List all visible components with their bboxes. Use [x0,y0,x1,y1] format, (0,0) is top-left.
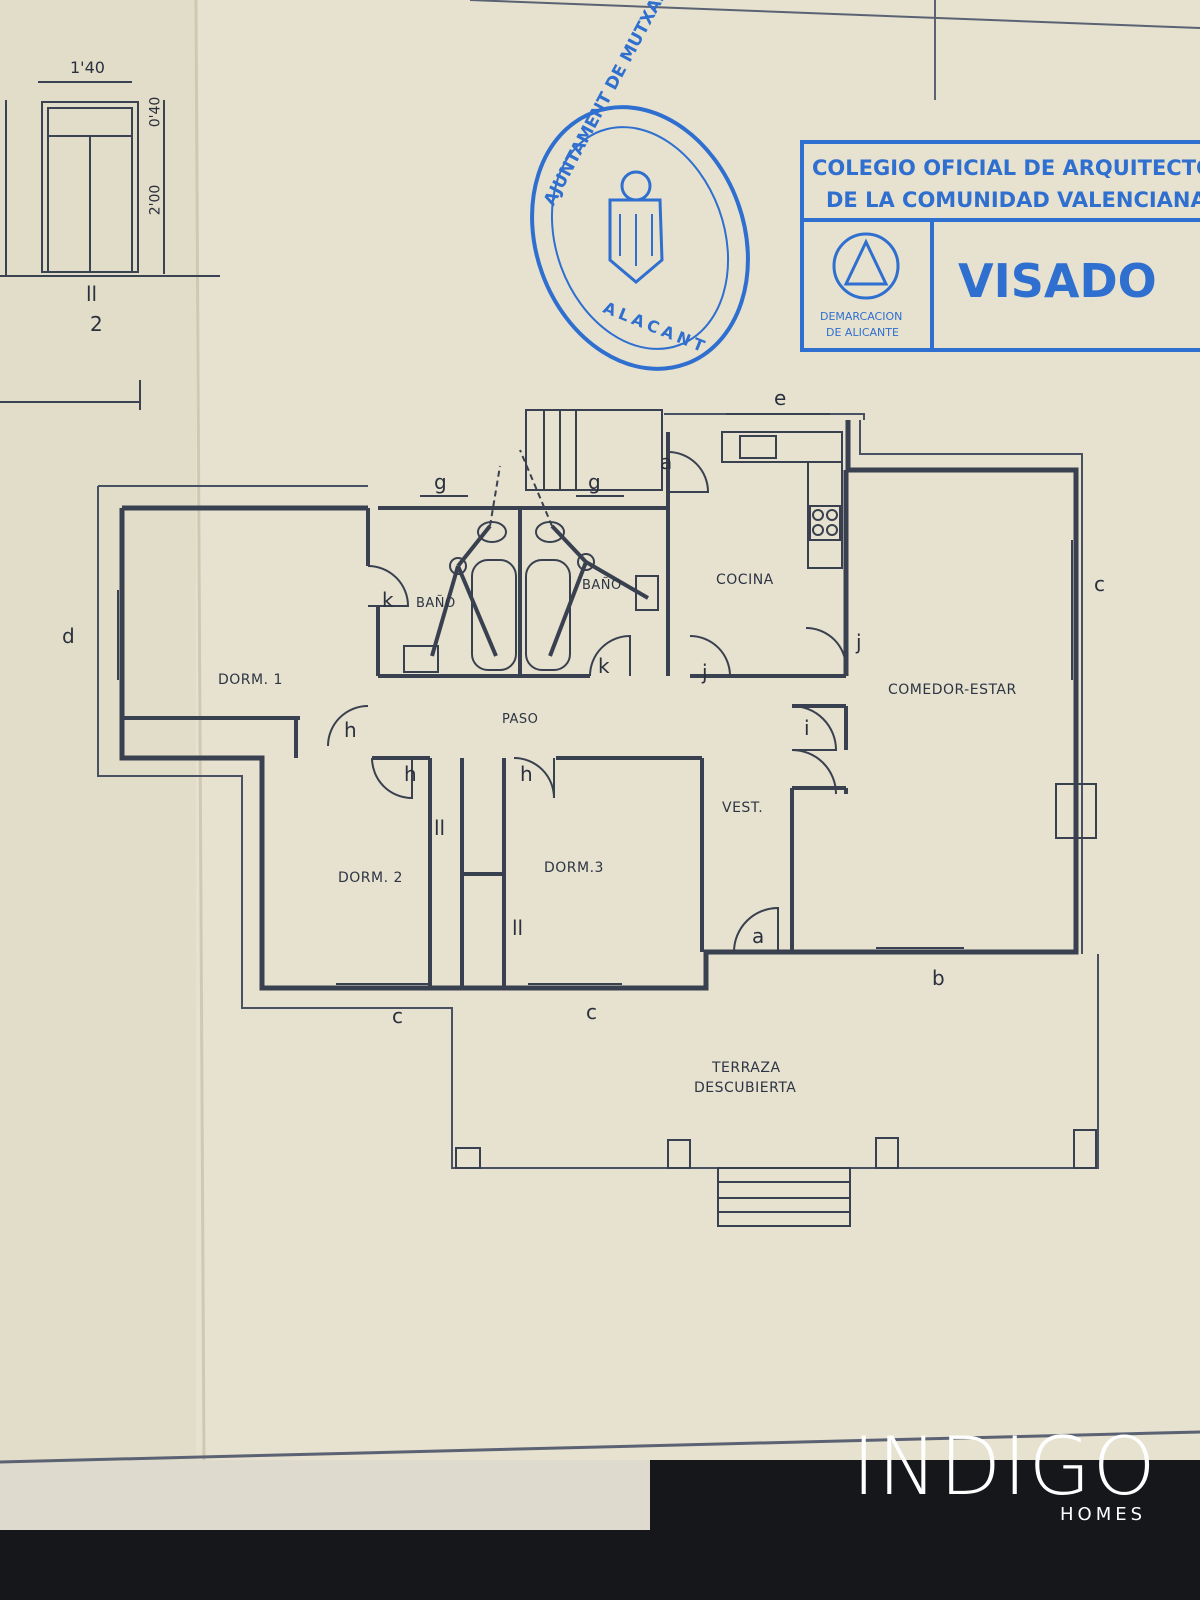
tag-b: b [932,966,945,990]
detail-num-label: 2 [90,312,103,336]
tag-h-right: h [520,762,533,786]
brand-name: INDIGO [852,1420,1158,1513]
colegio-stamp-line-2: DE LA COMUNIDAD VALENCIANA [826,188,1200,212]
room-terraza-line-2: DESCUBIERTA [694,1080,797,1096]
door-elevation-detail [0,81,220,410]
colegio-stamp [800,140,1200,352]
paper-tab [0,1460,650,1530]
window-marks [117,413,1073,985]
room-comedor-estar: COMEDOR-ESTAR [888,682,1017,698]
tag-e: e [774,386,787,410]
tag-ll-upper: ll [434,816,446,840]
tag-h-left: h [344,718,357,742]
visado-label: VISADO [958,254,1157,308]
demarcacion-line-1: DEMARCACION [820,310,903,323]
kitchen-counter [721,431,843,569]
tag-a-bottom: a [752,924,765,948]
room-bano-left: BAÑO [416,596,456,611]
colegio-stamp-line-1: COLEGIO OFICIAL DE ARQUITECTOS [812,156,1200,180]
detail-ref-label: ll [86,282,98,306]
tag-g-right: g [588,470,601,494]
tag-j-right: j [856,630,862,654]
room-dorm-2: DORM. 2 [338,870,403,886]
room-paso: PASO [502,712,539,727]
municipal-stamp [530,105,750,371]
room-cocina: COCINA [716,572,774,588]
tag-d: d [62,624,75,648]
tag-i: i [804,716,810,740]
tag-c-mid: c [586,1000,597,1024]
door-swings [327,451,1097,953]
terrace-steps [455,1129,1097,1227]
tag-c-right: c [1094,572,1105,596]
room-vest: VEST. [722,800,764,816]
tag-c-left: c [392,1004,403,1028]
room-dorm-1: DORM. 1 [218,672,283,688]
room-terraza-line-1: TERRAZA [712,1060,781,1076]
bathroom-fixtures [403,449,659,673]
detail-height-label: 2'00 [147,184,164,216]
entry-stairs [525,409,663,491]
demarcacion-line-2: DE ALICANTE [826,326,899,339]
fold-line [194,0,206,1461]
detail-width-label: 1'40 [70,58,105,77]
detail-top-label: 0'40 [147,96,164,128]
tag-g-left: g [434,470,447,494]
tag-ll-lower: ll [512,916,524,940]
tag-j-left: j [702,660,708,684]
tag-a-top: a [660,450,673,474]
tag-k-right: k [598,654,610,678]
brand-sub: HOMES [1060,1504,1147,1525]
tag-k-left: k [382,588,394,612]
room-dorm-3: DORM.3 [544,860,604,876]
room-bano-right: BAÑO [582,578,622,593]
tag-h-mid: h [404,762,417,786]
